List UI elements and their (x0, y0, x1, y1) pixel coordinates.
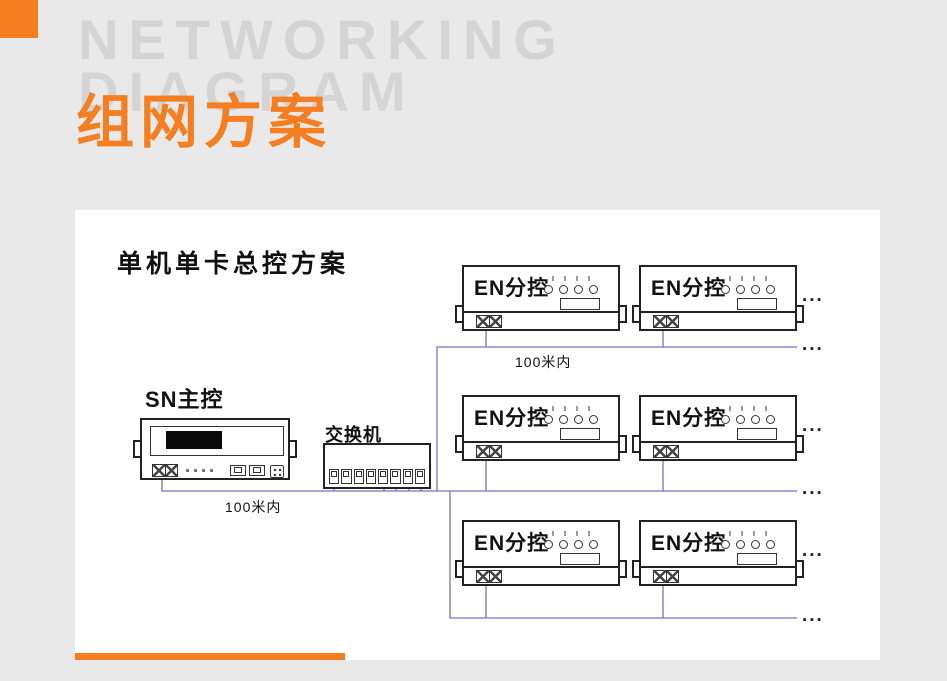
led-indicators (544, 415, 598, 424)
led-indicators (544, 540, 598, 549)
mounting-ear-icon (618, 305, 627, 323)
indicator-caption-marks (552, 276, 596, 281)
switch-device (323, 443, 431, 489)
en-controller-3: EN分控 (455, 395, 627, 461)
diagram-title: 单机单卡总控方案 (117, 250, 350, 278)
ellipsis-row3-cable: ... (802, 605, 824, 626)
device-label: EN分控 (474, 532, 550, 555)
indicator-caption-marks (729, 531, 773, 536)
led-indicators (721, 415, 775, 424)
terminal-connector-icon (653, 315, 679, 328)
distance-label-sn-switch: 100米内 (225, 499, 282, 515)
watermark-line2: DIAGRAM (78, 60, 416, 123)
terminal-connector-icon (476, 445, 502, 458)
display-slot (737, 428, 777, 440)
display-slot (560, 553, 600, 565)
ellipsis-row3-devices: ... (802, 540, 824, 561)
switch-ports (329, 469, 425, 484)
mounting-ear-icon (795, 435, 804, 453)
terminal-connector-icon (476, 570, 502, 583)
display-slot (560, 298, 600, 310)
display-slot (560, 428, 600, 440)
led-indicators (721, 285, 775, 294)
port-icon (329, 469, 340, 484)
mounting-ear-icon (618, 435, 627, 453)
bottom-panel (641, 566, 795, 584)
indicator-caption-marks (729, 406, 773, 411)
device-label: EN分控 (474, 407, 550, 430)
bottom-panel (464, 566, 618, 584)
corner-accent-square (0, 0, 38, 38)
bottom-panel (641, 311, 795, 329)
indicator-caption-marks (552, 531, 596, 536)
mounting-ear-icon (618, 560, 627, 578)
led-indicators (544, 285, 598, 294)
mounting-ear-icon (795, 560, 804, 578)
port-icon (378, 469, 389, 484)
en-controller-2: EN分控 (632, 265, 804, 331)
distance-label-switch-en: 100米内 (515, 354, 572, 370)
terminal-connector-icon (653, 445, 679, 458)
sn-master-device (133, 418, 297, 480)
device-label: EN分控 (474, 277, 550, 300)
en-controller-5: EN分控 (455, 520, 627, 586)
port-icon (353, 469, 364, 484)
panel-marks (186, 469, 218, 472)
indicator-caption-marks (729, 276, 773, 281)
mounting-ear-icon (455, 305, 464, 323)
indicator-caption-marks (552, 406, 596, 411)
mounting-ear-icon (632, 560, 641, 578)
bottom-panel (641, 441, 795, 459)
mounting-ear-icon (455, 560, 464, 578)
ethernet-port-icon (249, 465, 265, 476)
watermark-line1: NETWORKING (78, 8, 567, 71)
terminal-connector-icon (653, 570, 679, 583)
terminal-connector-icon (476, 315, 502, 328)
mounting-ear-icon (795, 305, 804, 323)
ellipsis-row2-cable: ... (802, 478, 824, 499)
port-icon (414, 469, 425, 484)
diagram-panel: 单机单卡总控方案 (75, 210, 880, 660)
terminal-connector-icon (152, 464, 178, 477)
mounting-ear-icon (632, 435, 641, 453)
panel-accent-bar (75, 653, 345, 660)
front-panel (150, 426, 284, 456)
device-label: EN分控 (651, 407, 727, 430)
bottom-panel (464, 441, 618, 459)
mounting-ear-icon (455, 435, 464, 453)
port-icon (341, 469, 352, 484)
display-screen (166, 431, 222, 449)
port-icon (402, 469, 413, 484)
device-label: EN分控 (651, 277, 727, 300)
ethernet-port-icon (230, 465, 246, 476)
ellipsis-row1-devices: ... (802, 285, 824, 306)
bottom-panel (464, 311, 618, 329)
mounting-ear-icon (288, 440, 297, 458)
en-controller-1: EN分控 (455, 265, 627, 331)
ellipsis-row1-cable: ... (802, 334, 824, 355)
mounting-ear-icon (632, 305, 641, 323)
page-title: 组网方案 (76, 90, 333, 155)
port-icon (390, 469, 401, 484)
mounting-ear-icon (133, 440, 142, 458)
display-slot (737, 553, 777, 565)
round-connector-icon (270, 465, 284, 478)
display-slot (737, 298, 777, 310)
led-indicators (721, 540, 775, 549)
sn-master-label: SN主控 (145, 387, 224, 412)
en-controller-4: EN分控 (632, 395, 804, 461)
en-controller-6: EN分控 (632, 520, 804, 586)
ellipsis-row2-devices: ... (802, 415, 824, 436)
device-label: EN分控 (651, 532, 727, 555)
port-icon (365, 469, 376, 484)
switch-label: 交换机 (325, 425, 382, 445)
